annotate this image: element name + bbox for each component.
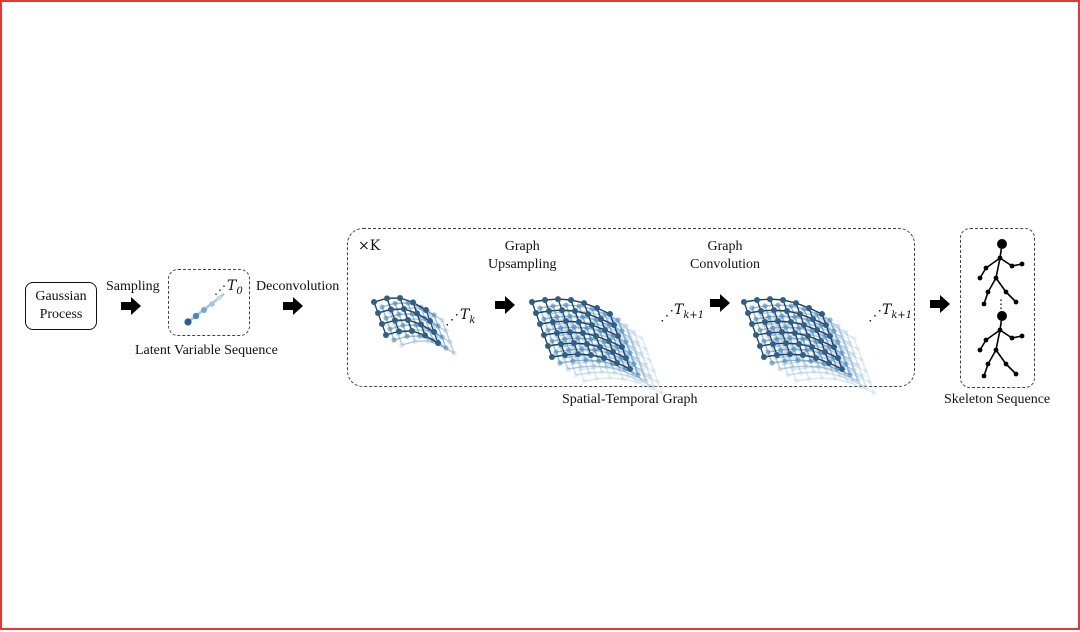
arrow-icon — [930, 295, 950, 313]
skeleton-figures: ⋮ — [977, 239, 1025, 379]
arrow-icon — [121, 297, 141, 315]
ellipsis-icon: ⋰ — [660, 309, 674, 324]
latent-sequence-graphic: ⋰ — [184, 283, 226, 326]
ellipsis-icon: ⋰ — [868, 309, 882, 324]
gaussian-process-box: Gaussian Process — [25, 282, 97, 330]
times-k-label: ×K — [358, 238, 381, 254]
latent-sequence-label: Latent Variable Sequence — [135, 343, 278, 358]
tk1-label-convolution: Tk+1 — [882, 302, 913, 321]
sampling-label: Sampling — [106, 279, 160, 294]
arrow-icon — [283, 297, 303, 315]
t0-label: T0 — [227, 278, 243, 297]
skeleton-sequence-label: Skeleton Sequence — [944, 392, 1051, 407]
graph-tk — [371, 295, 457, 356]
graph-convolution-label: Graph Convolution — [690, 239, 761, 272]
spatial-temporal-graph-label: Spatial-Temporal Graph — [562, 392, 698, 407]
gaussian-process-line2: Process — [39, 307, 83, 322]
graph-convolved — [741, 296, 877, 396]
gaussian-process-line1: Gaussian — [35, 289, 87, 304]
skeleton-sequence-box — [960, 228, 1035, 388]
arrow-icon — [710, 294, 730, 312]
graph-upsampled — [529, 296, 665, 396]
latent-sequence-box — [168, 269, 250, 336]
deconvolution-label: Deconvolution — [256, 279, 340, 294]
tk-label: Tk — [460, 307, 476, 326]
graph-upsampling-label: Graph Upsampling — [488, 239, 557, 272]
svg-text:⋮: ⋮ — [995, 297, 1007, 311]
arrow-icon — [495, 296, 515, 314]
ellipsis-icon: ⋰ — [445, 313, 459, 328]
tk1-label-upsampling: Tk+1 — [674, 302, 705, 321]
spatial-temporal-box — [347, 228, 915, 387]
svg-text:⋰: ⋰ — [214, 283, 226, 297]
